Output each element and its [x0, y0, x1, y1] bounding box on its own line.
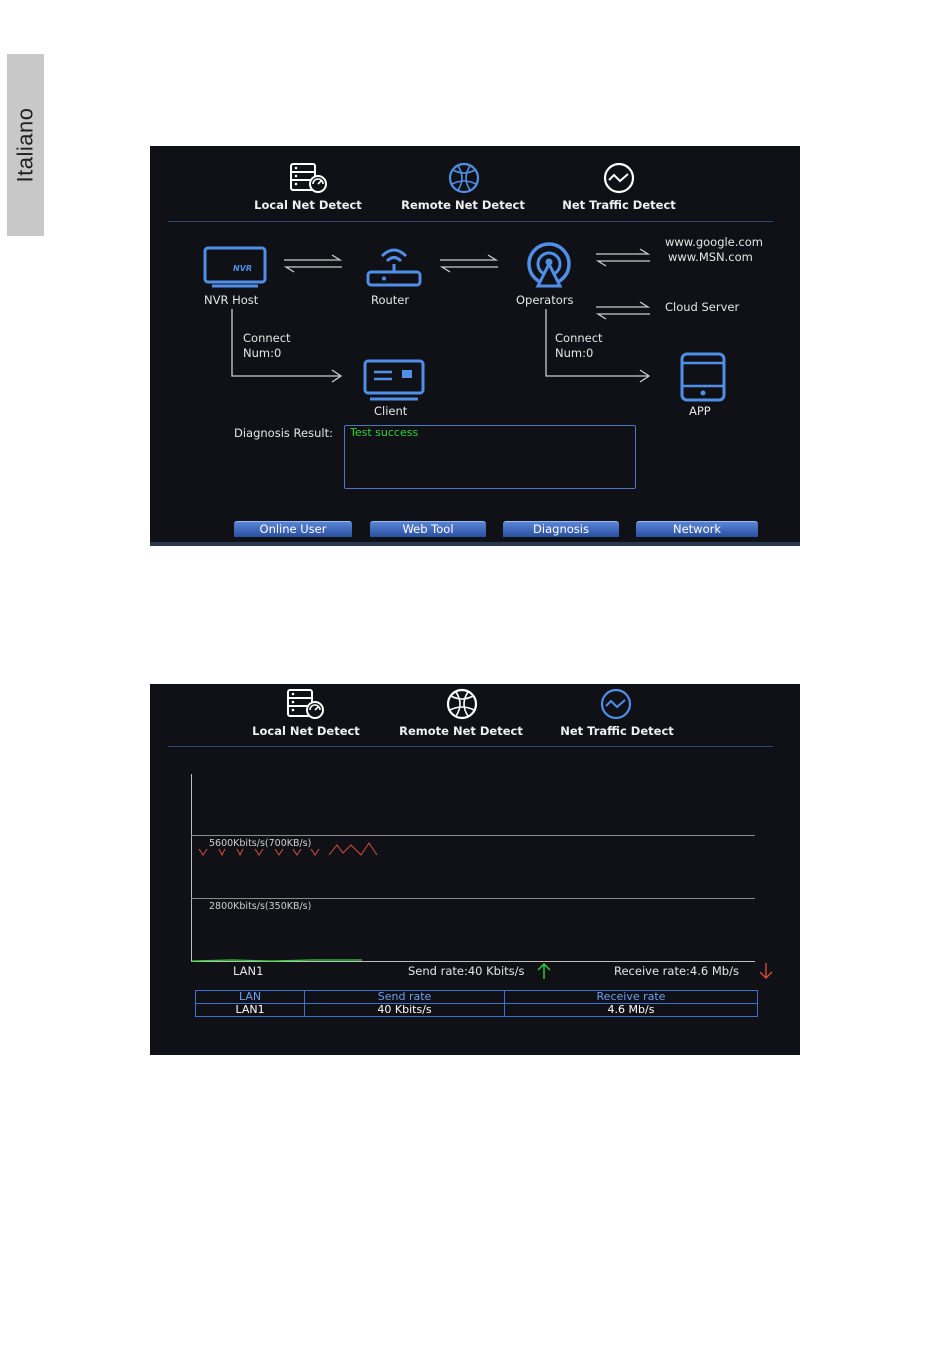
traffic-icon[interactable]	[596, 688, 636, 720]
tab-remote-net-detect[interactable]: Remote Net Detect	[401, 198, 525, 212]
column-header-receive-rate: Receive rate	[503, 990, 759, 1004]
table-cell-receive-rate: 4.6 Mb/s	[503, 1003, 759, 1017]
web-tool-button[interactable]: Web Tool	[370, 521, 486, 537]
tab-separator	[168, 746, 773, 747]
tab-net-traffic-detect[interactable]: Net Traffic Detect	[560, 724, 674, 738]
tab-local-net-detect[interactable]: Local Net Detect	[252, 724, 360, 738]
tab-local-net-detect[interactable]: Local Net Detect	[254, 198, 362, 212]
graph-lower-label: 2800Kbits/s(350KB/s)	[209, 901, 312, 912]
send-arrow-up-icon	[537, 963, 551, 979]
tab-separator	[168, 221, 773, 222]
local-net-icon[interactable]	[287, 688, 327, 720]
nvr-client-link	[231, 309, 343, 383]
external-site-msn: www.MSN.com	[668, 250, 753, 264]
online-user-button[interactable]: Online User	[234, 521, 352, 537]
client-connect-label: Connect	[243, 331, 291, 345]
graph-x-axis	[191, 961, 755, 962]
cloud-server-label: Cloud Server	[665, 300, 740, 314]
local-net-icon[interactable]	[290, 162, 330, 194]
router-label: Router	[371, 293, 410, 307]
nvr-host-icon	[203, 246, 267, 288]
table-cell-lan: LAN1	[194, 1003, 306, 1017]
receive-rate-trace	[198, 842, 378, 857]
operators-label: Operators	[516, 293, 574, 307]
tab-net-traffic-detect[interactable]: Net Traffic Detect	[562, 198, 676, 212]
router-icon	[366, 248, 422, 287]
column-header-lan: LAN	[194, 990, 306, 1004]
net-traffic-detect-screen: Local Net Detect Remote Net Detect Net T…	[150, 684, 800, 1055]
operators-app-link	[545, 309, 651, 383]
app-phone-icon	[680, 352, 726, 402]
app-connect-label: Connect	[555, 331, 603, 345]
local-net-detect-screen: Local Net Detect Remote Net Detect Net T…	[150, 146, 800, 546]
client-icon	[363, 359, 425, 401]
send-rate-label: Send rate:40 Kbits/s	[408, 964, 525, 978]
language-side-tab: Italiano	[7, 54, 44, 236]
nvr-router-link	[283, 254, 343, 273]
table-row: LAN1 40 Kbits/s 4.6 Mb/s	[194, 1003, 759, 1017]
graph-y-axis	[191, 774, 192, 962]
column-header-send-rate: Send rate	[304, 990, 505, 1004]
receive-rate-label: Receive rate:4.6 Mb/s	[614, 964, 739, 978]
nvr-host-label: NVR Host	[204, 293, 259, 307]
diagnosis-result-box	[344, 425, 636, 489]
diagnosis-result-text: Test success	[350, 426, 419, 439]
interface-label: LAN1	[233, 964, 264, 978]
traffic-icon[interactable]	[599, 162, 639, 194]
operators-web-link	[595, 248, 651, 267]
app-label: APP	[689, 404, 711, 418]
screen-bottom-strip	[150, 542, 800, 546]
globe-icon[interactable]	[442, 688, 482, 720]
table-header-row: LAN Send rate Receive rate	[194, 990, 759, 1004]
table-cell-send-rate: 40 Kbits/s	[304, 1003, 505, 1017]
graph-lower-gridline	[191, 898, 755, 899]
graph-upper-label: 5600Kbits/s(700KB/s)	[209, 838, 312, 849]
graph-upper-gridline	[191, 835, 755, 836]
nvr-badge: NVR	[233, 264, 253, 273]
traffic-rate-table: LAN Send rate Receive rate LAN1 40 Kbits…	[194, 990, 759, 1017]
globe-icon[interactable]	[444, 162, 484, 194]
external-site-google: www.google.com	[665, 235, 763, 249]
language-label: Italiano	[12, 107, 38, 183]
operators-icon	[527, 242, 571, 288]
client-label: Client	[374, 404, 408, 418]
app-connect-count: Num:0	[555, 346, 594, 360]
client-connect-count: Num:0	[243, 346, 282, 360]
receive-arrow-down-icon	[759, 963, 773, 979]
send-rate-trace	[192, 959, 362, 962]
router-operators-link	[439, 254, 499, 273]
tab-remote-net-detect[interactable]: Remote Net Detect	[399, 724, 523, 738]
network-button[interactable]: Network	[636, 521, 758, 537]
operators-cloud-link	[595, 301, 651, 320]
diagnosis-button[interactable]: Diagnosis	[503, 521, 619, 537]
diagnosis-label: Diagnosis Result:	[234, 426, 333, 440]
